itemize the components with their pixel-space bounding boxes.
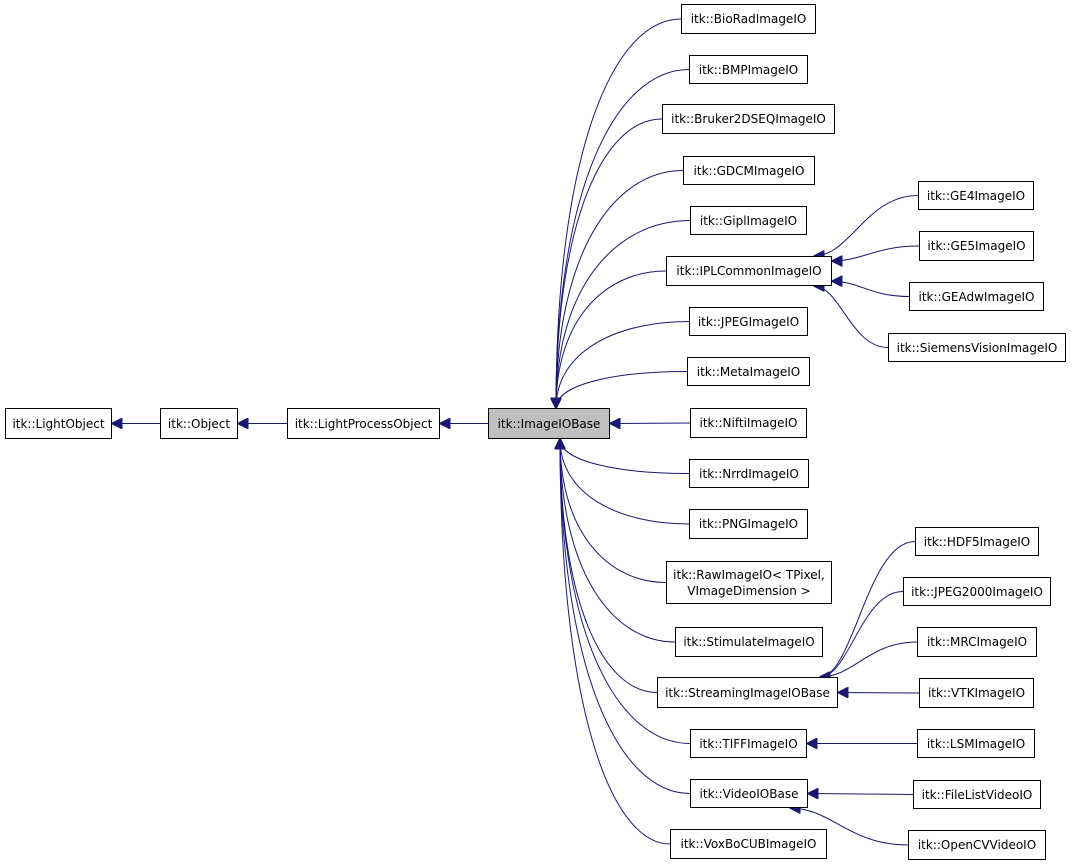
class-node-videoiobase[interactable]: itk::VideoIOBase — [690, 779, 808, 808]
class-node-jpegimageio[interactable]: itk::JPEGImageIO — [689, 307, 808, 336]
class-node-label: itk::FileListVideoIO — [921, 787, 1033, 802]
inherits-edge-stimulateimageio-to-imageiobase — [560, 439, 676, 643]
inherits-edge-bruker2dseqimageio-to-imageiobase — [556, 118, 663, 408]
inherits-edge-videoiobase-to-imageiobase — [560, 439, 691, 794]
class-node-label: itk::VideoIOBase — [699, 786, 799, 801]
class-node-label: itk::TIFFImageIO — [699, 736, 798, 751]
class-node-label: itk::JPEG2000ImageIO — [911, 584, 1043, 599]
class-node-ge4imageio[interactable]: itk::GE4ImageIO — [918, 181, 1034, 210]
class-node-bmpimageio[interactable]: itk::BMPImageIO — [689, 55, 808, 84]
class-node-label: itk::SiemensVisionImageIO — [896, 340, 1058, 355]
class-node-giplimageio[interactable]: itk::GiplImageIO — [690, 206, 807, 235]
class-node-label: itk::GDCMImageIO — [693, 163, 805, 178]
class-node-label: itk::LightObject — [12, 416, 105, 431]
class-node-label: itk::BioRadImageIO — [690, 12, 807, 26]
class-node-label: itk::VTKImageIO — [927, 686, 1026, 700]
inherits-edge-voxbocubimageio-to-imageiobase — [560, 439, 671, 845]
class-node-label: itk::BMPImageIO — [698, 62, 799, 77]
inherits-edge-hdf5imageio-to-streamingimageiobase — [820, 541, 916, 678]
class-node-tiffimageio[interactable]: itk::TIFFImageIO — [690, 729, 807, 758]
class-node-bruker2dseqimageio[interactable]: itk::Bruker2DSEQImageIO — [662, 104, 835, 134]
class-node-gdcmimageio[interactable]: itk::GDCMImageIO — [683, 156, 815, 185]
class-node-label: itk::MRCImageIO — [926, 635, 1028, 649]
class-node-geadwimageio[interactable]: itk::GEAdwImageIO — [909, 282, 1044, 311]
inherits-edge-iplcommonimageio-to-imageiobase — [556, 270, 667, 408]
inherits-edge-pngimageio-to-imageiobase — [560, 439, 690, 525]
class-node-label: itk::GiplImageIO — [699, 213, 798, 228]
class-node-label: itk::HDF5ImageIO — [923, 534, 1031, 549]
inherits-edge-bioradimageio-to-imageiobase — [556, 18, 682, 408]
class-node-rawimageio[interactable]: itk::RawImageIO< TPixel,VImageDimension … — [666, 561, 832, 604]
class-node-opencvvideoio[interactable]: itk::OpenCVVideoIO — [908, 830, 1046, 860]
inherits-edge-streamingimageiobase-to-imageiobase — [560, 439, 658, 693]
class-node-object[interactable]: itk::Object — [160, 408, 238, 439]
class-node-iplcommonimageio[interactable]: itk::IPLCommonImageIO — [666, 256, 832, 286]
class-node-label: itk::IPLCommonImageIO — [676, 264, 822, 278]
class-node-lightobject[interactable]: itk::LightObject — [5, 408, 112, 439]
class-node-lightprocessobject[interactable]: itk::LightProcessObject — [287, 408, 440, 439]
class-node-label: itk::Bruker2DSEQImageIO — [671, 112, 826, 126]
class-node-niftiimageio[interactable]: itk::NiftiImageIO — [690, 408, 807, 438]
class-node-jpeg2000imageio[interactable]: itk::JPEG2000ImageIO — [903, 577, 1051, 606]
class-node-nrrdimageio[interactable]: itk::NrrdImageIO — [689, 459, 809, 488]
class-node-ge5imageio[interactable]: itk::GE5ImageIO — [919, 231, 1034, 261]
class-node-voxbocubimageio[interactable]: itk::VoxBoCUBImageIO — [670, 829, 827, 859]
class-node-mrcimageio[interactable]: itk::MRCImageIO — [917, 627, 1037, 657]
class-node-filelistvideoio[interactable]: itk::FileListVideoIO — [913, 780, 1041, 809]
class-node-stimulateimageio[interactable]: itk::StimulateImageIO — [675, 627, 823, 657]
class-node-hdf5imageio[interactable]: itk::HDF5ImageIO — [915, 527, 1039, 556]
inherits-edge-vtkimageio-to-streamingimageiobase — [838, 693, 920, 694]
inherits-edge-geadwimageio-to-iplcommonimageio — [832, 281, 910, 297]
class-node-label: itk::RawImageIO< TPixel,VImageDimension … — [673, 567, 825, 598]
class-node-label: itk::JPEGImageIO — [697, 314, 800, 329]
inherits-edge-opencvvideoio-to-videoiobase — [790, 808, 909, 846]
class-node-label: itk::OpenCVVideoIO — [917, 838, 1037, 852]
class-node-label: itk::PNGImageIO — [698, 517, 799, 531]
inherits-edge-ge5imageio-to-iplcommonimageio — [832, 245, 920, 261]
class-node-label: itk::LightProcessObject — [294, 416, 433, 431]
inherits-edge-metaimageio-to-imageiobase — [556, 371, 688, 409]
inherits-edge-nrrdimageio-to-imageiobase — [560, 439, 690, 474]
class-node-metaimageio[interactable]: itk::MetaImageIO — [687, 357, 810, 386]
class-node-pngimageio[interactable]: itk::PNGImageIO — [689, 509, 808, 539]
class-node-label: itk::MetaImageIO — [696, 364, 801, 379]
class-node-bioradimageio[interactable]: itk::BioRadImageIO — [681, 4, 816, 34]
class-node-label: itk::ImageIOBase — [497, 416, 601, 431]
inherits-edge-gdcmimageio-to-imageiobase — [556, 170, 684, 409]
inherits-edge-filelistvideoio-to-videoiobase — [808, 794, 914, 795]
class-node-streamingimageiobase[interactable]: itk::StreamingImageIOBase — [657, 677, 838, 708]
class-node-label: itk::NrrdImageIO — [699, 466, 799, 481]
inherits-edge-niftiimageio-to-imageiobase — [610, 423, 691, 424]
class-node-label: itk::GE5ImageIO — [927, 239, 1026, 253]
class-node-label: itk::Object — [167, 416, 231, 431]
inherits-edge-mrcimageio-to-streamingimageiobase — [820, 641, 918, 677]
class-node-vtkimageio[interactable]: itk::VTKImageIO — [919, 678, 1034, 708]
inherits-edge-jpeg2000imageio-to-streamingimageiobase — [820, 591, 904, 678]
inherits-edge-siemensvisionimageio-to-iplcommonimageio — [814, 286, 889, 348]
inherits-edge-rawimageio-to-imageiobase — [560, 439, 667, 583]
inherits-edge-giplimageio-to-imageiobase — [556, 220, 691, 409]
class-node-label: itk::NiftiImageIO — [699, 416, 798, 430]
class-node-label: itk::StimulateImageIO — [683, 635, 815, 649]
class-node-imageiobase: itk::ImageIOBase — [488, 408, 610, 439]
class-node-siemensvisionimageio[interactable]: itk::SiemensVisionImageIO — [888, 333, 1066, 362]
class-node-label: itk::StreamingImageIOBase — [665, 685, 830, 700]
class-node-label: itk::LSMImageIO — [926, 736, 1026, 751]
inherits-edge-tiffimageio-to-imageiobase — [560, 439, 691, 744]
inherits-edge-jpegimageio-to-imageiobase — [556, 321, 690, 409]
class-node-lsmimageio[interactable]: itk::LSMImageIO — [917, 729, 1035, 758]
class-node-label: itk::VoxBoCUBImageIO — [680, 837, 817, 851]
class-node-label: itk::GE4ImageIO — [926, 188, 1026, 203]
class-node-label: itk::GEAdwImageIO — [918, 289, 1035, 304]
inherits-edge-ge4imageio-to-iplcommonimageio — [814, 195, 919, 257]
